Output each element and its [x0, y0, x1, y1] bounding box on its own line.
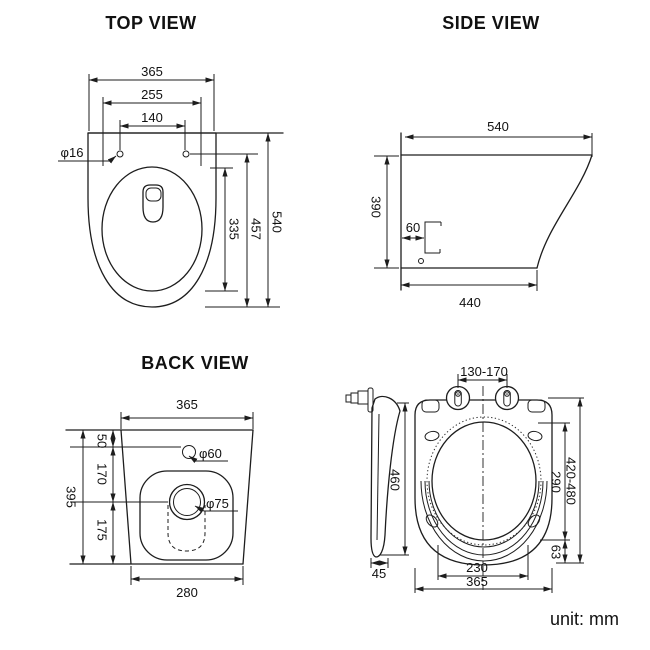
hinge-right — [494, 385, 520, 411]
dim-seat-length: 460 — [380, 402, 409, 556]
seat-side-profile — [370, 395, 401, 558]
dim-side-bracket-offset: 60 — [401, 220, 425, 241]
dim-seat-bumper-spacing: 230 — [437, 545, 529, 580]
dim-back-base-width: 280 — [130, 566, 244, 600]
flush-outlet-inner — [145, 187, 162, 202]
body-right-side — [242, 429, 254, 565]
dim-back-overall-height: 395 — [64, 429, 86, 565]
dim-side-overall-depth: 540 — [404, 119, 593, 157]
dim-label: 390 — [369, 196, 384, 218]
fixing-hole-right — [182, 150, 190, 158]
dim-label: φ60 — [199, 446, 222, 461]
dim-label: 255 — [141, 87, 163, 102]
seat-front-rim — [420, 481, 548, 562]
bumper-top-right — [527, 430, 543, 442]
dim-back-top-to-inlet: 50 — [95, 429, 116, 448]
dim-label: 290 — [549, 471, 564, 493]
dim-label: 45 — [372, 566, 386, 581]
bowl-outline — [87, 132, 217, 308]
seat-opening-oval — [431, 421, 537, 541]
dim-seat-opening-length: 290 — [549, 422, 568, 541]
hidden-trap-outline — [167, 505, 206, 552]
dim-side-overall-height: 390 — [369, 155, 399, 269]
dim-back-inlet-diameter: φ60 — [188, 446, 228, 464]
top-view: TOP VIEW 365 255 140 — [58, 13, 285, 308]
dim-side-base-depth: 440 — [400, 270, 538, 310]
dim-label: 395 — [64, 486, 79, 508]
recess-outline — [139, 470, 234, 561]
dim-label: 280 — [176, 585, 198, 600]
dim-top-overall-width: 365 — [88, 64, 215, 131]
flush-outlet-outline — [142, 184, 164, 223]
dim-label: 60 — [406, 220, 420, 235]
dim-top-overall-depth: 540 — [265, 132, 285, 308]
hinge-left — [445, 385, 471, 411]
hinge-bolt — [345, 387, 374, 413]
dim-top-hole-diameter: φ16 — [58, 145, 117, 164]
dim-back-outlet-to-bottom: 175 — [95, 501, 116, 565]
outlet-hole-inner — [173, 488, 201, 516]
seat-outline — [414, 399, 553, 566]
dim-label: 540 — [270, 211, 285, 233]
mounting-bracket — [424, 221, 442, 254]
back-view: BACK VIEW 365 395 50 170 — [64, 353, 254, 600]
dim-label: φ16 — [61, 145, 84, 160]
dim-label: 365 — [176, 397, 198, 412]
drain-hole — [418, 258, 424, 264]
dim-top-hole-spacing: 140 — [119, 110, 186, 150]
dim-label: 170 — [95, 463, 110, 485]
bumper-top-left — [424, 430, 440, 442]
bumper-bottom-left — [425, 514, 439, 528]
hinge-notch-right — [527, 399, 546, 413]
side-view-title: SIDE VIEW — [442, 13, 540, 33]
body-front-curve — [536, 154, 593, 269]
body-left-side — [120, 429, 132, 565]
back-view-title: BACK VIEW — [141, 353, 249, 373]
dim-top-hole-to-front: 457 — [244, 153, 264, 308]
hinge-notch-left — [421, 399, 440, 413]
dim-seat-hinge-spacing: 130-170 — [457, 364, 508, 388]
outlet-hole-outer — [168, 483, 206, 521]
dim-label: φ75 — [206, 496, 229, 511]
dim-label: 335 — [227, 218, 242, 240]
dim-seat-front-rim: 63 — [549, 539, 568, 564]
dim-label: 365 — [141, 64, 163, 79]
dim-label: 420-480 — [564, 457, 579, 505]
dim-back-overall-width: 365 — [120, 397, 254, 429]
dim-label: 175 — [95, 519, 110, 541]
seat-opening — [101, 166, 203, 292]
dim-label: 63 — [549, 545, 564, 559]
dim-top-opening-length: 335 — [222, 167, 242, 292]
dim-seat-thickness: 45 — [370, 558, 389, 581]
dim-seat-adjustable-length: 420-480 — [564, 397, 583, 564]
dim-label: 460 — [388, 469, 403, 491]
dim-back-inlet-to-outlet: 170 — [95, 446, 116, 503]
top-view-title: TOP VIEW — [105, 13, 196, 33]
dim-seat-width: 365 — [414, 568, 553, 593]
dim-label: 130-170 — [460, 364, 508, 379]
dim-back-outlet-diameter: φ75 — [194, 496, 238, 513]
dim-label: 140 — [141, 110, 163, 125]
seat-view: 460 45 — [345, 364, 584, 593]
bumper-bottom-right — [527, 514, 541, 528]
seat-ring-stipple — [426, 416, 542, 546]
fixing-hole-left — [116, 150, 124, 158]
dim-label: 440 — [459, 295, 481, 310]
dim-label: 365 — [466, 574, 488, 589]
side-view: SIDE VIEW 540 390 60 440 — [369, 13, 593, 310]
dim-label: 540 — [487, 119, 509, 134]
dim-label: 50 — [95, 434, 110, 448]
dim-label: 457 — [249, 218, 264, 240]
dim-label: 230 — [466, 560, 488, 575]
unit-label: unit: mm — [550, 609, 619, 629]
